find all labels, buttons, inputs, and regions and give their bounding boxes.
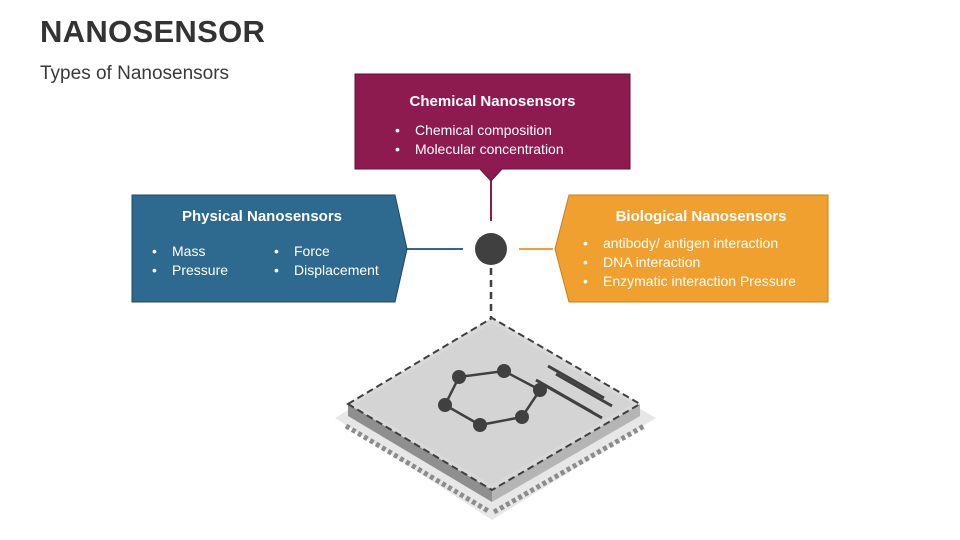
physical-nanosensors-box: Physical Nanosensors Mass Pressure Force… — [132, 196, 407, 302]
physical-list-col2: Force Displacement — [270, 242, 379, 280]
page-title: NANOSENSOR — [40, 14, 266, 49]
physical-title: Physical Nanosensors — [181, 208, 343, 225]
biological-nanosensors-box: Biological Nanosensors antibody/ antigen… — [555, 196, 827, 302]
molecule-atoms — [438, 364, 547, 432]
chemical-title: Chemical Nanosensors — [409, 93, 576, 110]
list-item: Pressure — [148, 261, 228, 280]
list-item: Mass — [148, 242, 228, 261]
chemical-list: Chemical composition Molecular concentra… — [391, 121, 564, 159]
chip-lines — [535, 364, 613, 420]
biological-title: Biological Nanosensors — [615, 208, 787, 225]
list-item: Force — [270, 242, 379, 261]
page-subtitle: Types of Nanosensors — [40, 63, 230, 84]
list-item: Enzymatic interaction Pressure — [579, 272, 796, 291]
hub-node — [475, 233, 507, 265]
list-item: antibody/ antigen interaction — [579, 234, 796, 253]
list-item: Chemical composition — [391, 121, 564, 140]
list-item: Displacement — [270, 261, 379, 280]
list-item: DNA interaction — [579, 253, 796, 272]
physical-list-col1: Mass Pressure — [148, 242, 228, 280]
list-item: Molecular concentration — [391, 140, 564, 159]
chip-pins-right — [492, 423, 646, 515]
biological-list: antibody/ antigen interaction DNA intera… — [579, 234, 796, 291]
chemical-nanosensors-box: Chemical Nanosensors Chemical compositio… — [355, 75, 630, 170]
chip-illustration — [335, 316, 656, 520]
